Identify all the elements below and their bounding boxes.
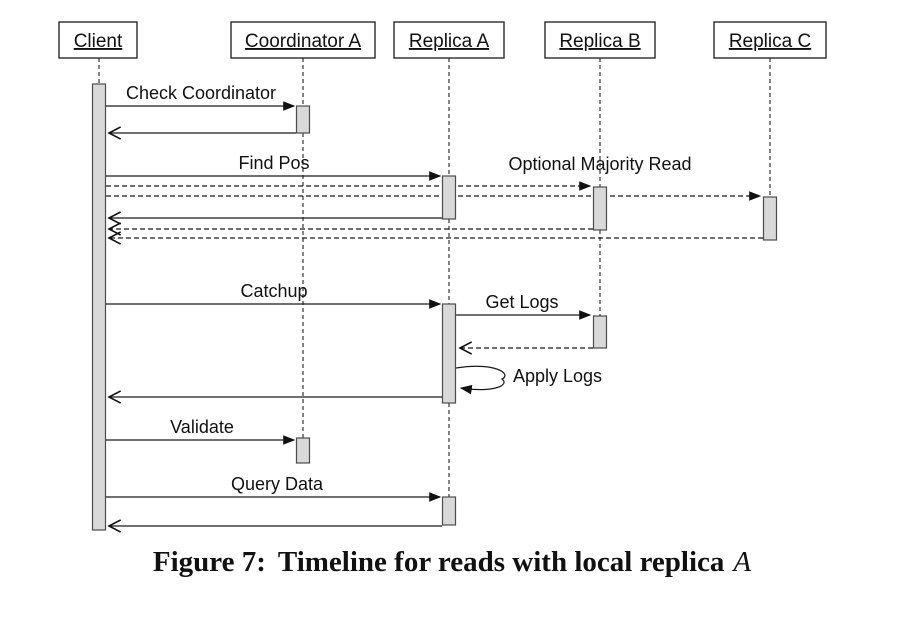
actor-client: Client [58, 21, 138, 59]
figure-caption-label: Figure 7: [153, 546, 266, 578]
actor-label-client: Client [74, 31, 123, 52]
activation-coordinator-a-check [295, 105, 311, 134]
message-label-validate: Validate [170, 417, 234, 437]
actor-label-replica-c: Replica C [729, 31, 811, 52]
activation-replica-a-find-pos [441, 175, 457, 220]
message-label-catchup: Catchup [240, 281, 307, 301]
actor-label-coordinator-a: Coordinator A [245, 31, 362, 52]
figure-caption: Figure 7: Timeline for reads with local r… [153, 546, 752, 578]
actor-box-replica-b [544, 21, 656, 59]
message-label-find-pos: Find Pos [238, 153, 309, 173]
activation-replica-b-majority [592, 186, 608, 231]
actor-replica-c: Replica C [713, 21, 827, 59]
message-label-optional-majority-read: Optional Majority Read [508, 154, 691, 174]
actor-box-client [58, 21, 138, 59]
actor-replica-b: Replica B [544, 21, 656, 59]
activation-replica-a-query [441, 496, 457, 526]
actor-box-replica-c [713, 21, 827, 59]
figure-caption-title: Timeline for reads with local replica [278, 546, 725, 578]
actor-label-replica-b: Replica B [559, 31, 640, 52]
activation-coordinator-a-validate [295, 437, 311, 464]
message-label-get-logs: Get Logs [485, 292, 558, 312]
figure-caption-math-symbol: A [731, 546, 751, 578]
message-label-query-data: Query Data [231, 474, 324, 494]
message-label-apply-logs: Apply Logs [513, 366, 602, 386]
actor-box-coordinator-a [230, 21, 376, 59]
self-loop-apply-logs [455, 365, 506, 395]
actor-box-replica-a [393, 21, 505, 59]
activation-client [91, 83, 107, 531]
activation-replica-c-majority [762, 196, 778, 241]
activation-replica-b-get-logs [592, 315, 608, 349]
activation-replica-a-catchup [441, 303, 457, 404]
actor-coordinator-a: Coordinator A [230, 21, 376, 59]
actor-replica-a: Replica A [393, 21, 505, 59]
actor-label-replica-a: Replica A [409, 31, 490, 52]
message-label-check-coordinator: Check Coordinator [126, 83, 276, 103]
